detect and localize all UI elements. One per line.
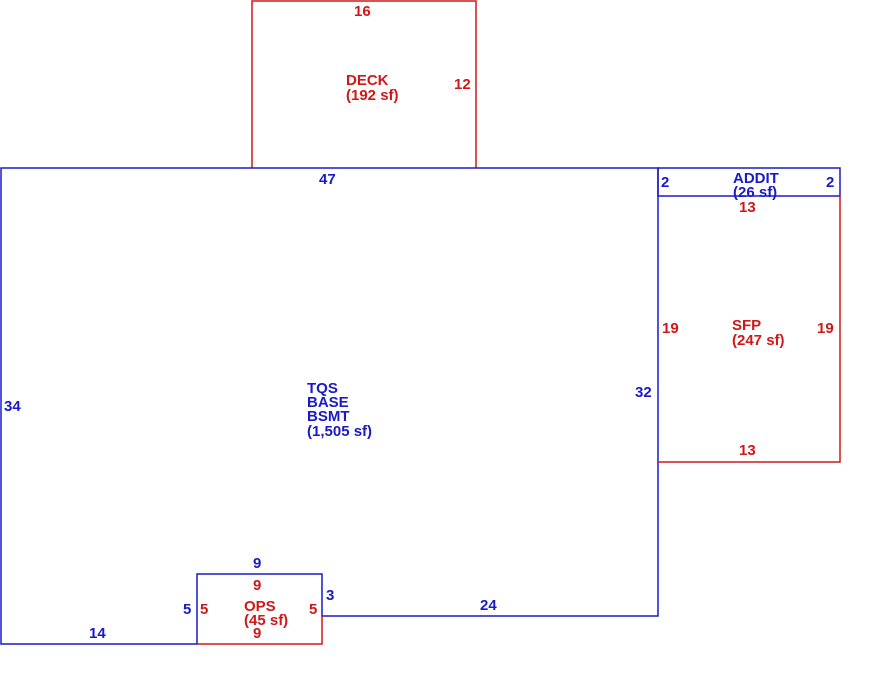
ops-area: (45 sf) [244,612,288,629]
main-step-left-dimension: 5 [183,601,191,618]
main-bottom-dimension: 14 [89,625,106,642]
main-top-dimension: 47 [319,171,336,188]
addit-left-dimension: 2 [661,174,669,191]
main-name-line2: BASE [307,394,349,411]
sfp-name: SFP [732,317,761,334]
main-right-dimension: 32 [635,384,652,401]
addit-right-dimension: 2 [826,174,834,191]
sfp-left-dimension: 19 [662,320,679,337]
deck-top-dimension: 16 [354,3,371,20]
ops-top-dimension: 9 [253,577,261,594]
addit-area: (26 sf) [733,184,777,201]
addit-bottom-dimension: 13 [739,199,756,216]
ops-name: OPS [244,598,276,615]
ops-right-dimension: 5 [309,601,317,618]
deck-name: DECK [346,72,389,89]
ops-left-dimension: 5 [200,601,208,618]
main-name-line3: BSMT [307,408,350,425]
sfp-outline [658,196,841,463]
addit-name: ADDIT [733,170,779,187]
deck-outline [251,0,477,168]
ops-bottom-dimension: 9 [253,625,261,642]
sfp-area: (247 sf) [732,332,785,349]
ops-outline [197,616,323,645]
main-step-right-dimension: 3 [326,587,334,604]
deck-area: (192 sf) [346,87,399,104]
addit-outline [657,167,841,197]
sfp-right-dimension: 19 [817,320,834,337]
deck-right-dimension: 12 [454,76,471,93]
main-area: (1,505 sf) [307,423,372,440]
main-step-top-dimension: 9 [253,555,261,572]
sfp-bottom-dimension: 13 [739,442,756,459]
main-left-dimension: 34 [4,398,21,415]
main-name-line1: TQS [307,380,338,397]
main-bottom-right-dimension: 24 [480,597,497,614]
main-outline [0,167,659,645]
